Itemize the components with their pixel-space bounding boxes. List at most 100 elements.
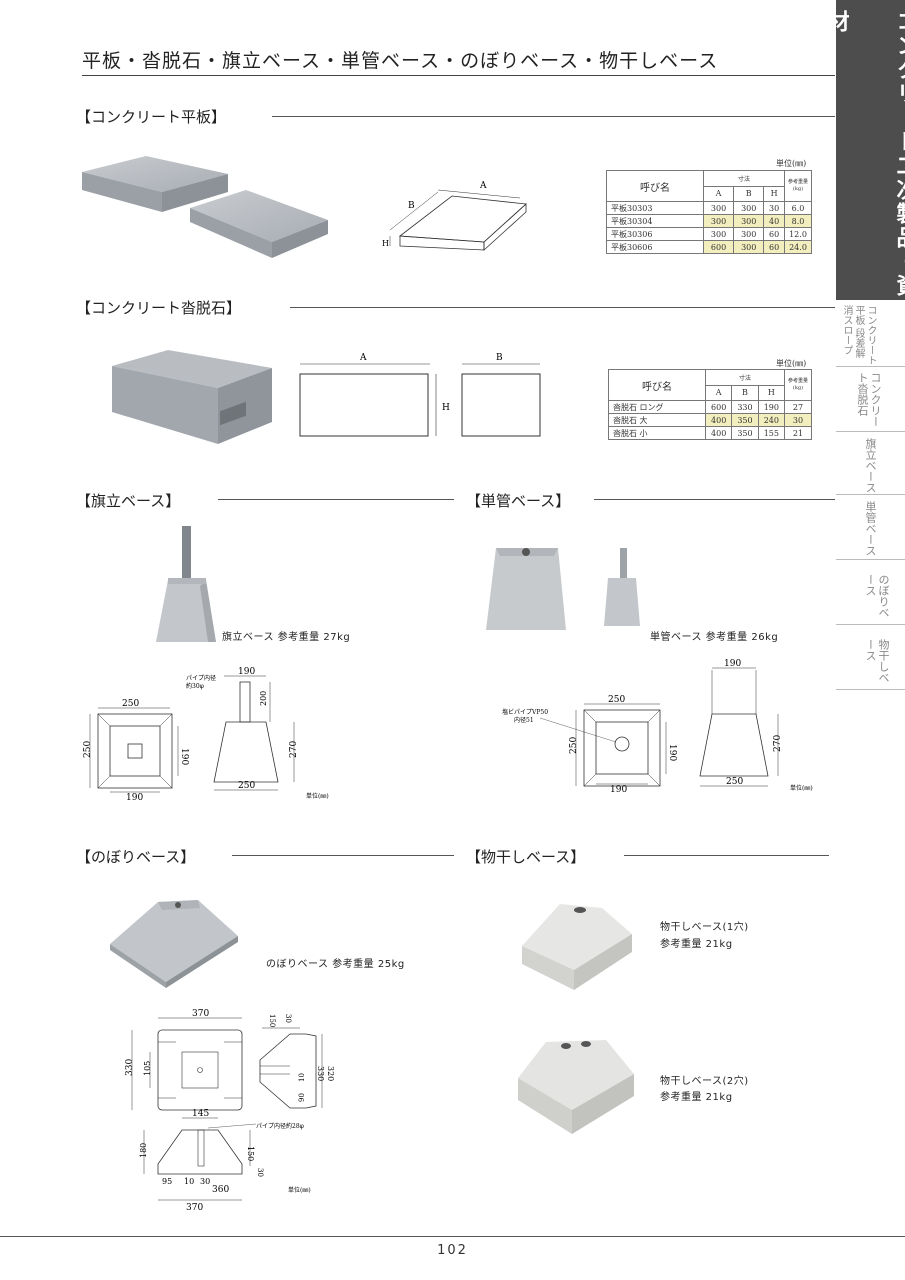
side-tab-item-hiraita[interactable]: コンクリート平板 段差解消スロープ (836, 300, 905, 367)
page-title: 平板・沓脱石・旗立ベース・単管ベース・のぼりベース・物干しベース (82, 50, 719, 72)
section-rule (290, 307, 835, 308)
dim-top: 370 (192, 1009, 209, 1019)
table-header-name: 呼び名 (606, 170, 704, 202)
section-rule (218, 499, 454, 500)
cell-name: 沓脱石 大 (608, 413, 706, 427)
dim-s2: 150 (268, 1014, 276, 1027)
title-rule (82, 75, 835, 76)
side-tab-main (836, 0, 905, 300)
dim-b370: 370 (186, 1203, 203, 1213)
tankan-caption: 単管ベース 参考重量 26kg (650, 632, 779, 643)
dim-s3: 10 (298, 1073, 306, 1082)
cell-b: 350 (731, 426, 759, 440)
cell-b: 300 (733, 214, 765, 228)
table-row: 平板30304 300 300 40 8.0 (606, 214, 812, 228)
dim-b30: 30 (200, 1177, 210, 1186)
table-row: 平板30303 300 300 30 6.0 (606, 201, 812, 215)
dim-pipe-h: 200 (259, 691, 268, 706)
diagram-label-a: A (359, 353, 367, 363)
dim-bottom: 190 (126, 793, 143, 802)
side-tab-label: コンクリート沓脱石 (856, 372, 882, 427)
pipe-note: 約30φ (186, 682, 204, 690)
side-tab-item-monohoshi[interactable]: 物干しベース (836, 625, 905, 690)
cell-h: 60 (763, 227, 785, 241)
cell-a: 300 (702, 227, 735, 241)
slab-top (82, 156, 228, 192)
hiraita-spec-table: 呼び名 寸法 参考重量(kg) A B H 平板30303 300 300 30… (606, 170, 812, 254)
diagram-label-a: A (479, 181, 487, 191)
section-rule (232, 855, 454, 856)
cell-h: 240 (757, 413, 786, 427)
dim-base: 250 (726, 777, 743, 787)
dim-h150: 150 (246, 1146, 255, 1161)
dim-bottom: 190 (610, 785, 627, 795)
table-row: 平板30606 600 300 60 24.0 (606, 240, 812, 254)
dim-s4: 90 (298, 1093, 306, 1102)
cell-weight: 30 (784, 413, 812, 427)
slab-side (82, 172, 162, 212)
table-header-name: 呼び名 (608, 369, 706, 401)
pipe-note: 塩ビパイプVP50 (502, 708, 548, 716)
tankan-diagram: 塩ビパイプVP50 内径51 250 250 190 190 190 270 2… (502, 659, 813, 795)
monohoshi-2hole-photo (518, 1040, 634, 1134)
table-unit: 単位(㎜) (776, 159, 807, 168)
cell-h: 40 (763, 214, 785, 228)
dim-b95: 95 (162, 1177, 172, 1186)
cell-name: 平板30303 (606, 201, 704, 215)
section-title-monohoshi: 【物干しベース】 (466, 848, 586, 866)
pipe-note: パイプ内径約28φ (256, 1122, 304, 1130)
hatatate-photo (156, 526, 216, 642)
side-tab-item-tankan[interactable]: 単管ベース (836, 495, 905, 560)
slab-side (162, 174, 228, 212)
hatatate-diagram: 250 250 190 190 パイプ内径 約30φ 190 200 270 2… (83, 667, 329, 802)
side-tab-label: のぼりベース (864, 574, 890, 618)
nobori-diagram: 370 330 105 30 150 10 90 330 320 145 パイプ… (125, 1009, 335, 1213)
cell-name: 沓脱石 ロング (608, 400, 706, 414)
slab-top (190, 190, 328, 242)
section-title-kutsunugi: 【コンクリート沓脱石】 (76, 299, 242, 317)
footer-rule (0, 1236, 905, 1237)
side-tab-main-label: コンクリート二次製品・資材 (823, 10, 905, 298)
hiraita-photo (82, 156, 328, 258)
kutsunugi-photo (112, 350, 272, 444)
table-col-b: B (733, 185, 765, 202)
cell-a: 600 (704, 400, 733, 414)
hatatate-caption: 旗立ベース 参考重量 27kg (222, 632, 351, 643)
table-col-b: B (731, 384, 759, 401)
hiraita-diagram: A B H (382, 181, 527, 251)
diagram-unit: 単位(㎜) (790, 784, 813, 792)
dim-w145: 145 (192, 1109, 209, 1119)
section-rule (594, 499, 835, 500)
table-col-h: H (757, 384, 786, 401)
cell-a: 300 (702, 214, 735, 228)
cell-b: 300 (733, 240, 765, 254)
cell-b: 350 (731, 413, 759, 427)
cell-weight: 21 (784, 426, 812, 440)
monohoshi-1hole-name: 物干しベース(1穴) (660, 922, 749, 933)
dim-h30: 30 (256, 1168, 264, 1177)
cell-weight: 24.0 (784, 240, 812, 254)
cell-h: 30 (763, 201, 785, 215)
section-title-hiraita: 【コンクリート平板】 (76, 108, 227, 126)
cell-a: 600 (702, 240, 735, 254)
cell-weight: 6.0 (784, 201, 812, 215)
side-tab-label: コンクリート平板 段差解消スロープ (841, 305, 876, 365)
table-row: 沓脱石 小 400 350 155 21 (608, 426, 812, 440)
dim-height: 270 (773, 735, 783, 752)
side-tab-item-nobori[interactable]: のぼりベース (836, 560, 905, 625)
table-row: 平板30306 300 300 60 12.0 (606, 227, 812, 241)
side-tab-item-kutsunugi[interactable]: コンクリート沓脱石 (836, 367, 905, 432)
dim-b360: 360 (212, 1185, 229, 1195)
table-row: 沓脱石 ロング 600 330 190 27 (608, 400, 812, 414)
side-tab-item-hatatate[interactable]: 旗立ベース (836, 432, 905, 495)
side-tab-label: 旗立ベース (864, 438, 877, 493)
table-header-dims: 寸法 (703, 170, 785, 187)
monohoshi-1hole-weight: 参考重量 21kg (660, 939, 733, 950)
pipe-note: 内径51 (514, 716, 534, 724)
dim-h180: 180 (139, 1143, 148, 1158)
diagram-label-h: H (442, 403, 450, 413)
dim-b10: 10 (184, 1177, 194, 1186)
dim-top-w: 190 (724, 659, 741, 669)
cell-a: 300 (702, 201, 735, 215)
cell-b: 330 (731, 400, 759, 414)
